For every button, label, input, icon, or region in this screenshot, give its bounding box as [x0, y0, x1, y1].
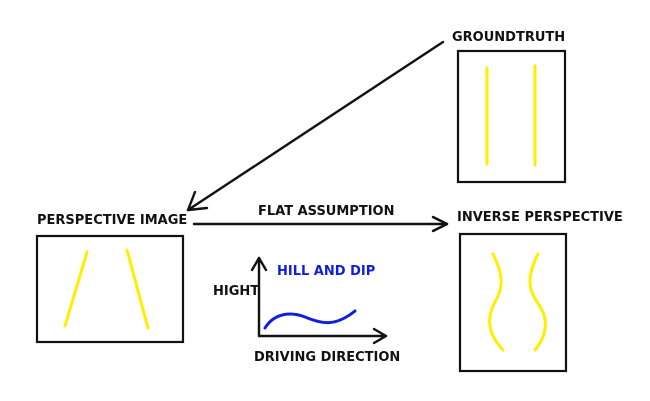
- perspective-left-lane: [63, 250, 89, 328]
- perspective-image-panel: PERSPECTIVE IMAGE: [35, 213, 187, 344]
- groundtruth-label: GROUNDTRUTH: [452, 30, 565, 45]
- hill-and-dip-label: HILL AND DIP: [277, 264, 375, 279]
- inverse-perspective-panel: INVERSE PERSPECTIVE: [457, 210, 623, 373]
- perspective-image-label: PERSPECTIVE IMAGE: [37, 213, 187, 228]
- groundtruth-panel: GROUNDTRUTH: [452, 30, 567, 184]
- groundtruth-frame: [456, 49, 567, 184]
- inverse-perspective-label: INVERSE PERSPECTIVE: [457, 210, 623, 225]
- perspective-image-frame: [35, 234, 185, 344]
- hight-axis-label: HIGHT: [213, 284, 259, 299]
- hill-and-dip-inset: HILL AND DIP HIGHT DRIVING DIRECTION: [213, 256, 400, 365]
- inverse-perspective-frame: [458, 232, 568, 373]
- driving-direction-axis-label: DRIVING DIRECTION: [254, 350, 400, 365]
- projection-arrow: [186, 40, 445, 212]
- hill-and-dip-curve: [263, 309, 357, 330]
- inverse-left-lane: [488, 252, 505, 352]
- perspective-right-lane: [125, 248, 150, 330]
- flat-assumption-label: FLAT ASSUMPTION: [258, 204, 394, 219]
- flat-assumption-arrow: FLAT ASSUMPTION: [192, 204, 449, 233]
- inverse-right-lane: [528, 252, 547, 352]
